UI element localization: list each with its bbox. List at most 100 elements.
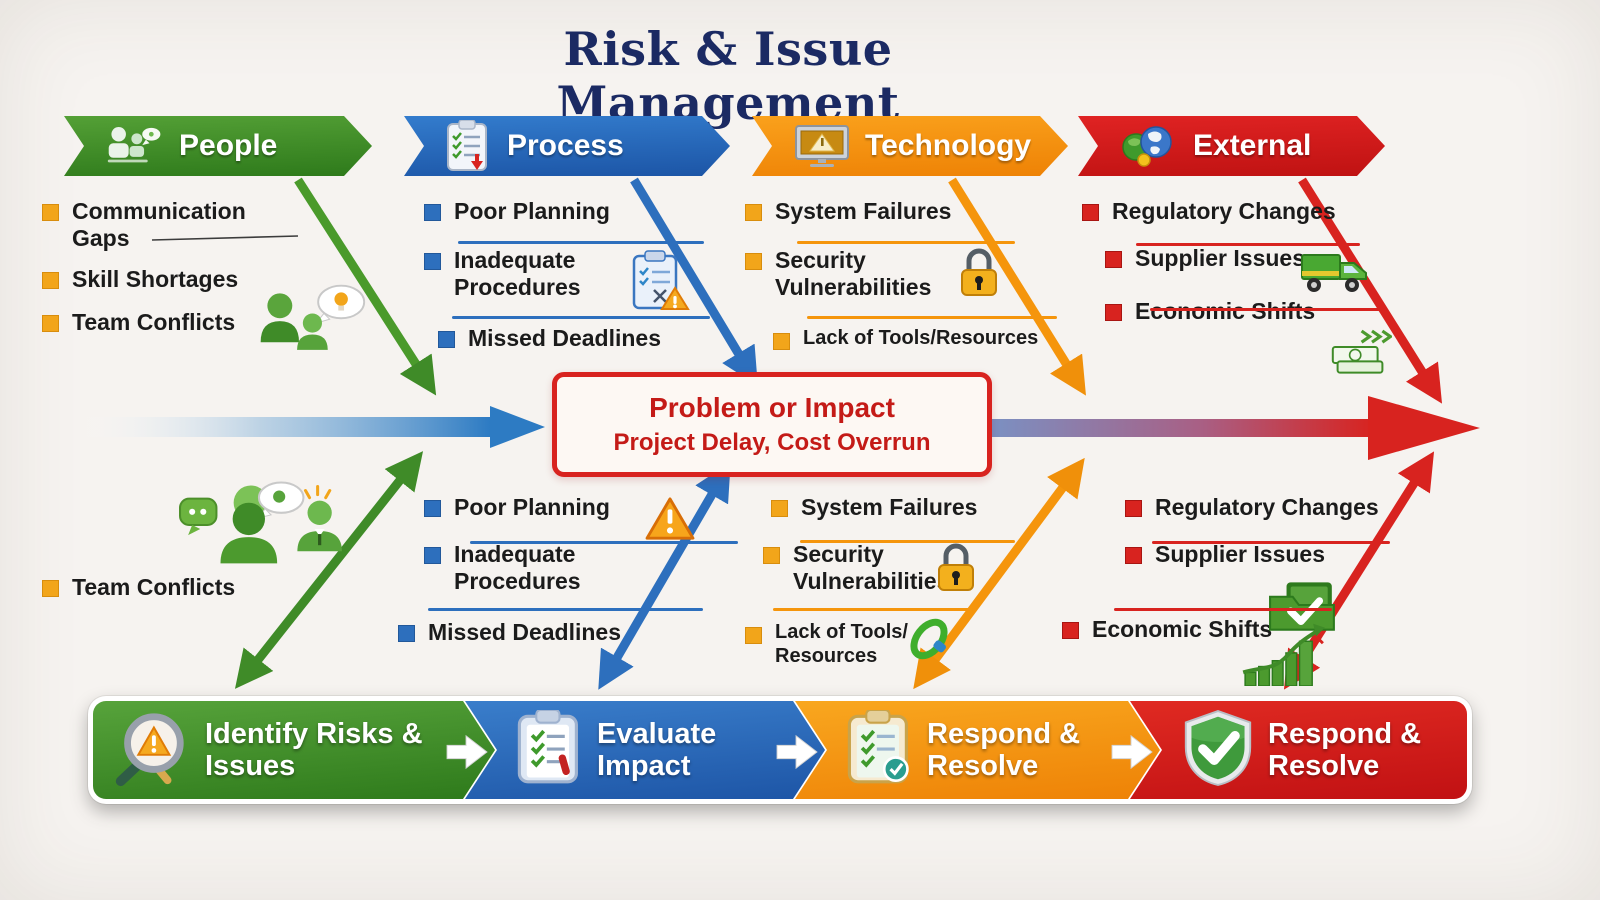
clipboard-warning-icon xyxy=(630,250,690,317)
problem-subtitle: Project Delay, Cost Overrun xyxy=(613,429,931,456)
divider xyxy=(458,241,704,244)
cause-item: Team Conflicts xyxy=(42,309,352,336)
bullet-square xyxy=(771,500,788,517)
step-label: Respond & Resolve xyxy=(927,717,1081,782)
step-arrow-icon xyxy=(775,733,819,776)
cause-label: Supplier Issues xyxy=(1135,245,1306,272)
people-icon xyxy=(106,124,164,168)
step-arrow-icon xyxy=(1110,733,1154,776)
cause-item: Lack of Tools/Resources xyxy=(773,327,1050,351)
bullet-square xyxy=(763,547,780,565)
cause-item: Missed Deadlines xyxy=(398,619,714,646)
people-conflict-icon xyxy=(178,478,350,585)
cause-label: Inadequate Procedures xyxy=(454,541,581,595)
step-arrow-icon xyxy=(445,733,489,776)
bullet-square xyxy=(1125,547,1142,565)
divider xyxy=(428,608,703,611)
bullet-square xyxy=(42,204,59,221)
category-label: People xyxy=(179,129,278,162)
process-steps-bar: Identify Risks & Issues xyxy=(88,696,1472,804)
cause-label: Security Vulnerabilities xyxy=(775,247,932,301)
cause-item: Supplier Issues xyxy=(1125,541,1400,568)
cause-label: Poor Planning xyxy=(454,494,610,520)
growth-chart-icon xyxy=(1238,616,1330,691)
cause-item: Lack of Tools/ Resources xyxy=(745,621,1005,668)
padlock-icon xyxy=(955,244,1003,305)
cause-item: System Failures xyxy=(745,198,1050,225)
money-icon xyxy=(1328,320,1394,387)
cause-label: Lack of Tools/Resources xyxy=(803,327,1039,350)
cause-label: Missed Deadlines xyxy=(468,325,662,352)
cause-item: System Failures xyxy=(771,494,1005,521)
people-top-causes: Communication Gaps Skill Shortages Team … xyxy=(42,198,352,337)
cause-label: Team Conflicts xyxy=(72,574,236,600)
category-banner-people: People xyxy=(64,116,372,176)
step-label: Identify Risks & Issues xyxy=(205,717,423,782)
external-bottom-causes: Regulatory Changes Supplier Issues Econo… xyxy=(1040,494,1400,643)
bullet-square xyxy=(42,315,59,333)
clipboard-list-icon xyxy=(517,710,583,791)
cause-item: Economic Shifts xyxy=(1105,298,1392,325)
step-evaluate-impact: Evaluate Impact xyxy=(465,701,825,799)
cause-item: Inadequate Procedures xyxy=(424,247,714,301)
divider xyxy=(1136,243,1360,246)
cause-label: System Failures xyxy=(775,198,952,224)
carabiner-icon xyxy=(903,613,955,670)
problem-title: Problem or Impact xyxy=(649,392,895,423)
divider xyxy=(452,316,710,319)
bullet-square xyxy=(398,625,415,643)
clipboard-icon xyxy=(446,120,492,172)
cause-label: Inadequate Procedures xyxy=(454,247,581,301)
bullet-square xyxy=(773,333,790,351)
magnifier-warning-icon xyxy=(109,707,191,794)
cause-item: Inadequate Procedures xyxy=(424,541,714,595)
cause-label: Team Conflicts xyxy=(72,309,236,336)
cause-item: Skill Shortages xyxy=(42,266,352,293)
cause-label: Missed Deadlines xyxy=(428,619,622,646)
process-steps-track: Identify Risks & Issues xyxy=(93,701,1467,799)
bullet-square xyxy=(1105,304,1122,322)
bullet-square xyxy=(438,331,455,349)
cause-label: System Failures xyxy=(801,494,978,520)
problem-box: Problem or Impact Project Delay, Cost Ov… xyxy=(552,372,992,477)
cause-item: Supplier Issues xyxy=(1105,245,1392,272)
shield-check-icon xyxy=(1182,709,1254,792)
process-top-causes: Poor Planning Inadequate Procedures Miss… xyxy=(424,198,714,353)
people-group-icon xyxy=(253,280,368,373)
cause-label: Regulatory Changes xyxy=(1112,198,1336,224)
external-top-causes: Regulatory Changes Supplier Issues Econo… xyxy=(1082,198,1392,325)
cause-label: Poor Planning xyxy=(454,198,610,224)
cause-item: Communication Gaps xyxy=(42,198,352,252)
category-banner-external: External xyxy=(1078,116,1385,176)
bullet-square xyxy=(424,500,441,517)
cause-item: Team Conflicts xyxy=(42,574,235,601)
divider xyxy=(470,541,738,544)
bullet-square xyxy=(745,627,762,645)
cause-item: Missed Deadlines xyxy=(438,325,714,352)
bullet-square xyxy=(42,272,59,290)
bullet-square xyxy=(1125,500,1142,517)
category-banner-process: Process xyxy=(404,116,730,176)
cause-label: Economic Shifts xyxy=(1135,298,1316,325)
category-label: Technology xyxy=(865,129,1032,162)
divider xyxy=(773,608,973,611)
bullet-square xyxy=(745,204,762,221)
step-respond-resolve-2: Respond & Resolve xyxy=(1130,701,1467,799)
bullet-square xyxy=(42,580,59,597)
divider xyxy=(1114,608,1332,611)
warning-triangle-icon xyxy=(644,496,696,547)
divider xyxy=(1150,308,1387,311)
technology-top-causes: System Failures Security Vulnerabilities… xyxy=(745,198,1050,351)
category-label: External xyxy=(1193,129,1312,162)
clipboard-check-icon xyxy=(847,710,913,791)
truck-icon xyxy=(1300,248,1370,301)
cause-label: Communication Gaps xyxy=(72,198,246,252)
cause-label: Skill Shortages xyxy=(72,266,239,293)
bullet-square xyxy=(424,253,441,271)
cause-item: Economic Shifts xyxy=(1062,616,1400,643)
cause-item: Security Vulnerabilities xyxy=(745,247,1050,301)
step-respond-resolve: Respond & Resolve xyxy=(795,701,1160,799)
cause-item: Regulatory Changes xyxy=(1125,494,1400,521)
page-title: Risk & Issue Management xyxy=(556,22,900,130)
globe-icon xyxy=(1120,123,1178,169)
